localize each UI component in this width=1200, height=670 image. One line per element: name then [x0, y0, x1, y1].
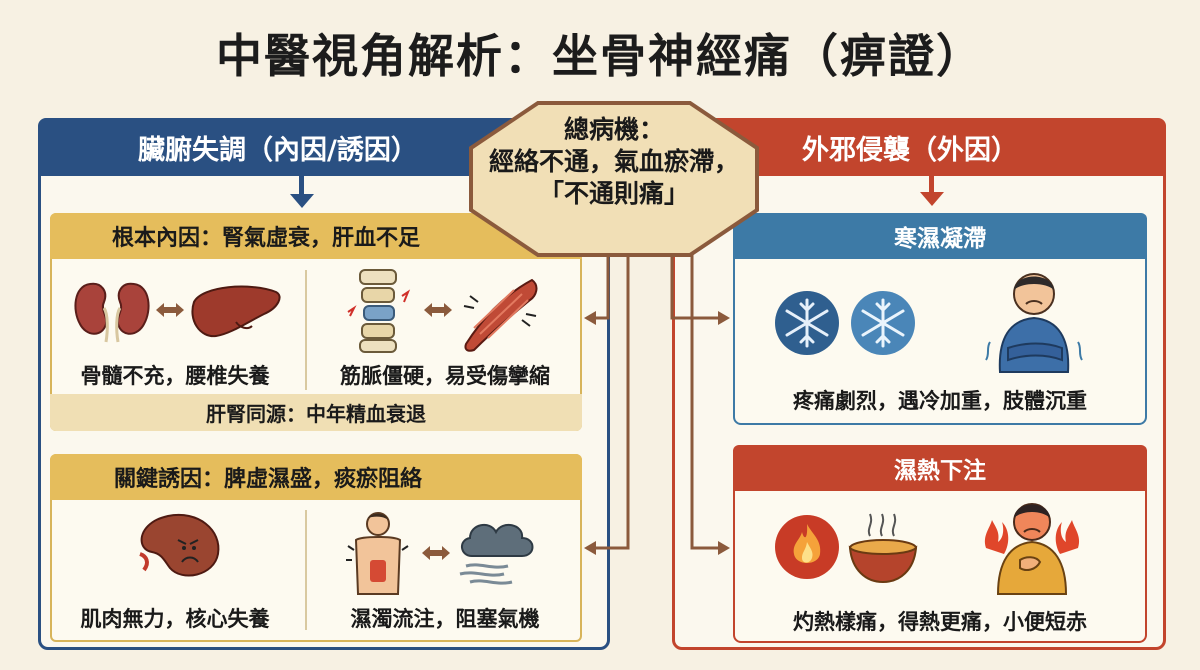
cold-damp-header: 寒濕凝滯	[733, 213, 1147, 259]
cold-damp-caption: 疼痛劇烈，遇冷加重，肢體沉重	[793, 389, 1087, 413]
snowflake-icon	[851, 291, 915, 355]
bidirectional-arrow-icon	[422, 546, 450, 560]
sad-spleen-icon	[139, 513, 220, 577]
core-pathogenesis-line-3: 「不通則痛」	[538, 179, 689, 208]
cold-person-icon	[985, 273, 1083, 373]
bidirectional-arrow-icon	[156, 303, 184, 317]
hot-bowl-icon	[848, 513, 918, 584]
spine-icon	[347, 269, 411, 353]
left-down-arrow-stem	[299, 176, 304, 196]
core-pathogenesis-line-2: 經絡不通，氣血瘀滯，	[488, 147, 739, 176]
key-caption-b: 濕濁流注，阻塞氣機	[350, 607, 540, 631]
damp-cloud-icon	[459, 523, 534, 585]
core-pathogenesis-octagon	[469, 101, 759, 257]
root-cause-footer: 肝腎同源：中年精血衰退	[50, 394, 582, 431]
core-pathogenesis-text: 總病機： 經絡不通，氣血瘀滯， 「不通則痛」	[468, 114, 760, 210]
key-caption-a: 肌肉無力，核心失養	[80, 607, 270, 631]
root-caption-a: 骨髓不充，腰椎失養	[80, 364, 270, 388]
root-caption-b: 筋脈僵硬，易受傷攣縮	[340, 364, 550, 388]
liver-icon	[191, 285, 281, 338]
muscle-icon	[463, 278, 538, 352]
torso-icon	[346, 512, 409, 595]
snowflake-icon	[775, 291, 839, 355]
bidirectional-arrow-icon	[424, 303, 452, 317]
fire-icon	[775, 515, 839, 579]
feverish-person-icon	[984, 503, 1080, 595]
root-divider	[305, 270, 307, 390]
damp-heat-header: 濕熱下注	[733, 445, 1147, 491]
core-pathogenesis-line-1: 總病機：	[563, 115, 664, 144]
damp-heat-caption: 灼熱樣痛，得熱更痛，小便短赤	[793, 610, 1087, 634]
key-divider	[305, 510, 307, 630]
key-cause-header: 關鍵誘因：脾虛濕盛，痰瘀阻絡	[50, 454, 582, 500]
page-title: 中醫視角解析：坐骨神經痛（痹證）	[216, 29, 984, 83]
right-down-arrow	[920, 192, 944, 206]
right-down-arrow-stem	[929, 176, 934, 194]
kidney-icon	[74, 282, 150, 343]
left-down-arrow	[290, 194, 314, 208]
